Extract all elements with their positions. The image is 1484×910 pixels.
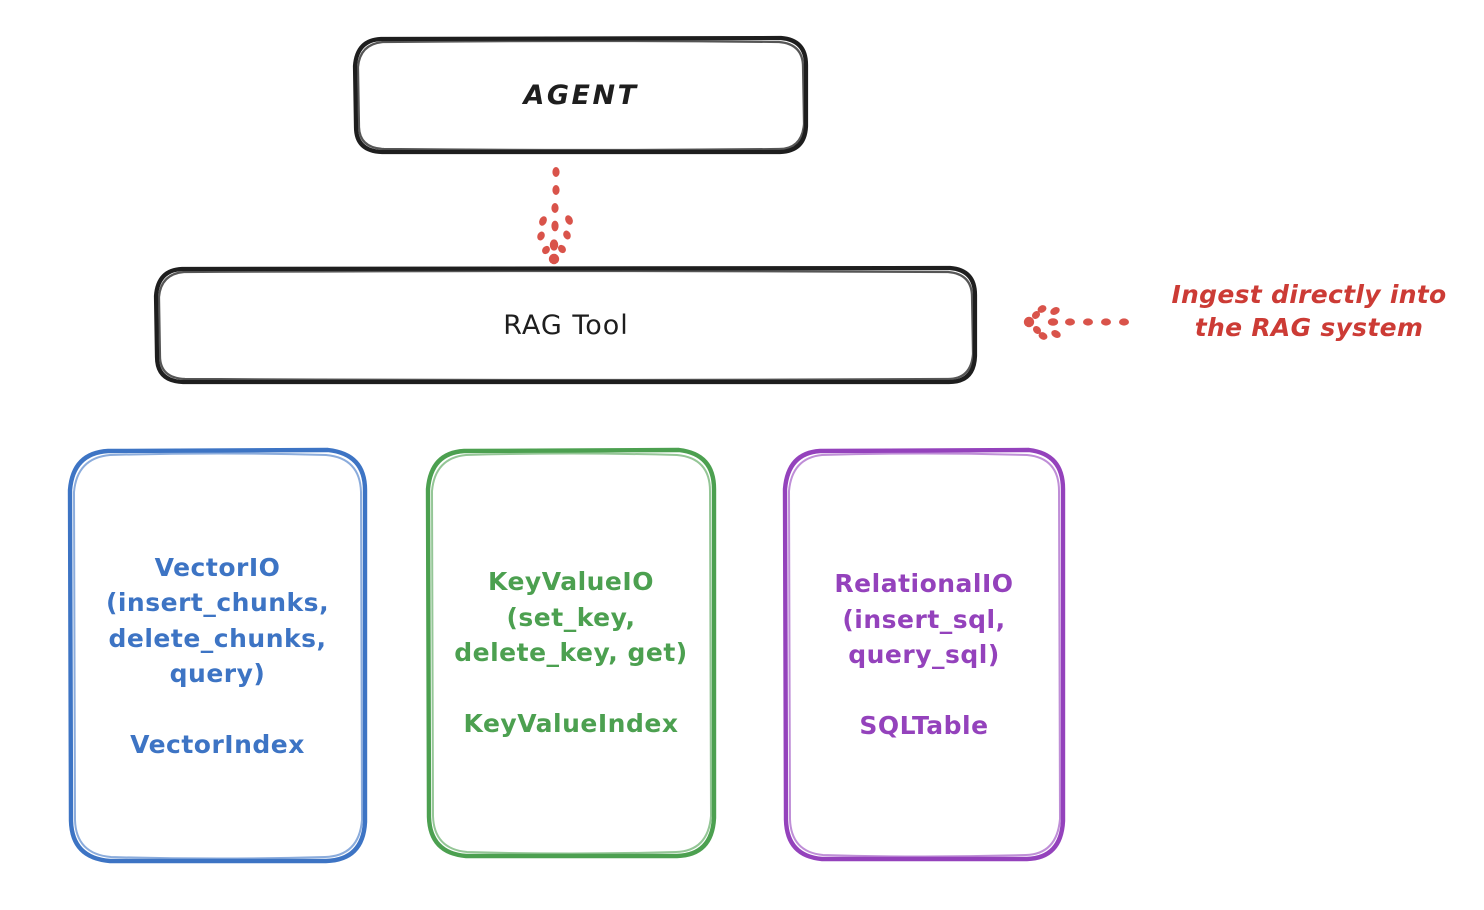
node-relational-io[interactable]: RelationalIO (insert_sql, query_sql) SQL… — [785, 450, 1063, 860]
node-key-value-io[interactable]: KeyValueIO (set_key, delete_key, get) Ke… — [428, 450, 714, 856]
node-rag-tool-label: RAG Tool — [503, 309, 629, 341]
agent-to-rag-tool-arrow — [537, 167, 573, 265]
node-vector-io-label: VectorIO (insert_chunks, delete_chunks, … — [105, 552, 330, 760]
node-agent-label: AGENT — [523, 79, 639, 111]
node-vector-io[interactable]: VectorIO (insert_chunks, delete_chunks, … — [70, 450, 365, 862]
key-value-io-box-shape — [425, 447, 717, 859]
vector-io-box-shape — [67, 447, 368, 864]
node-key-value-io-label: KeyValueIO (set_key, delete_key, get) Ke… — [454, 567, 688, 739]
ingest-note-arrow — [1023, 305, 1129, 340]
node-agent[interactable]: AGENT — [355, 38, 807, 153]
relational-io-box-shape — [782, 447, 1066, 862]
annotation-ingest-note: Ingest directly into the RAG system — [1171, 280, 1447, 342]
agent-box-shape — [352, 35, 809, 155]
rag-tool-box-shape — [153, 265, 978, 385]
node-relational-io-label: RelationalIO (insert_sql, query_sql) SQL… — [834, 569, 1014, 741]
node-rag-tool[interactable]: RAG Tool — [156, 268, 976, 383]
